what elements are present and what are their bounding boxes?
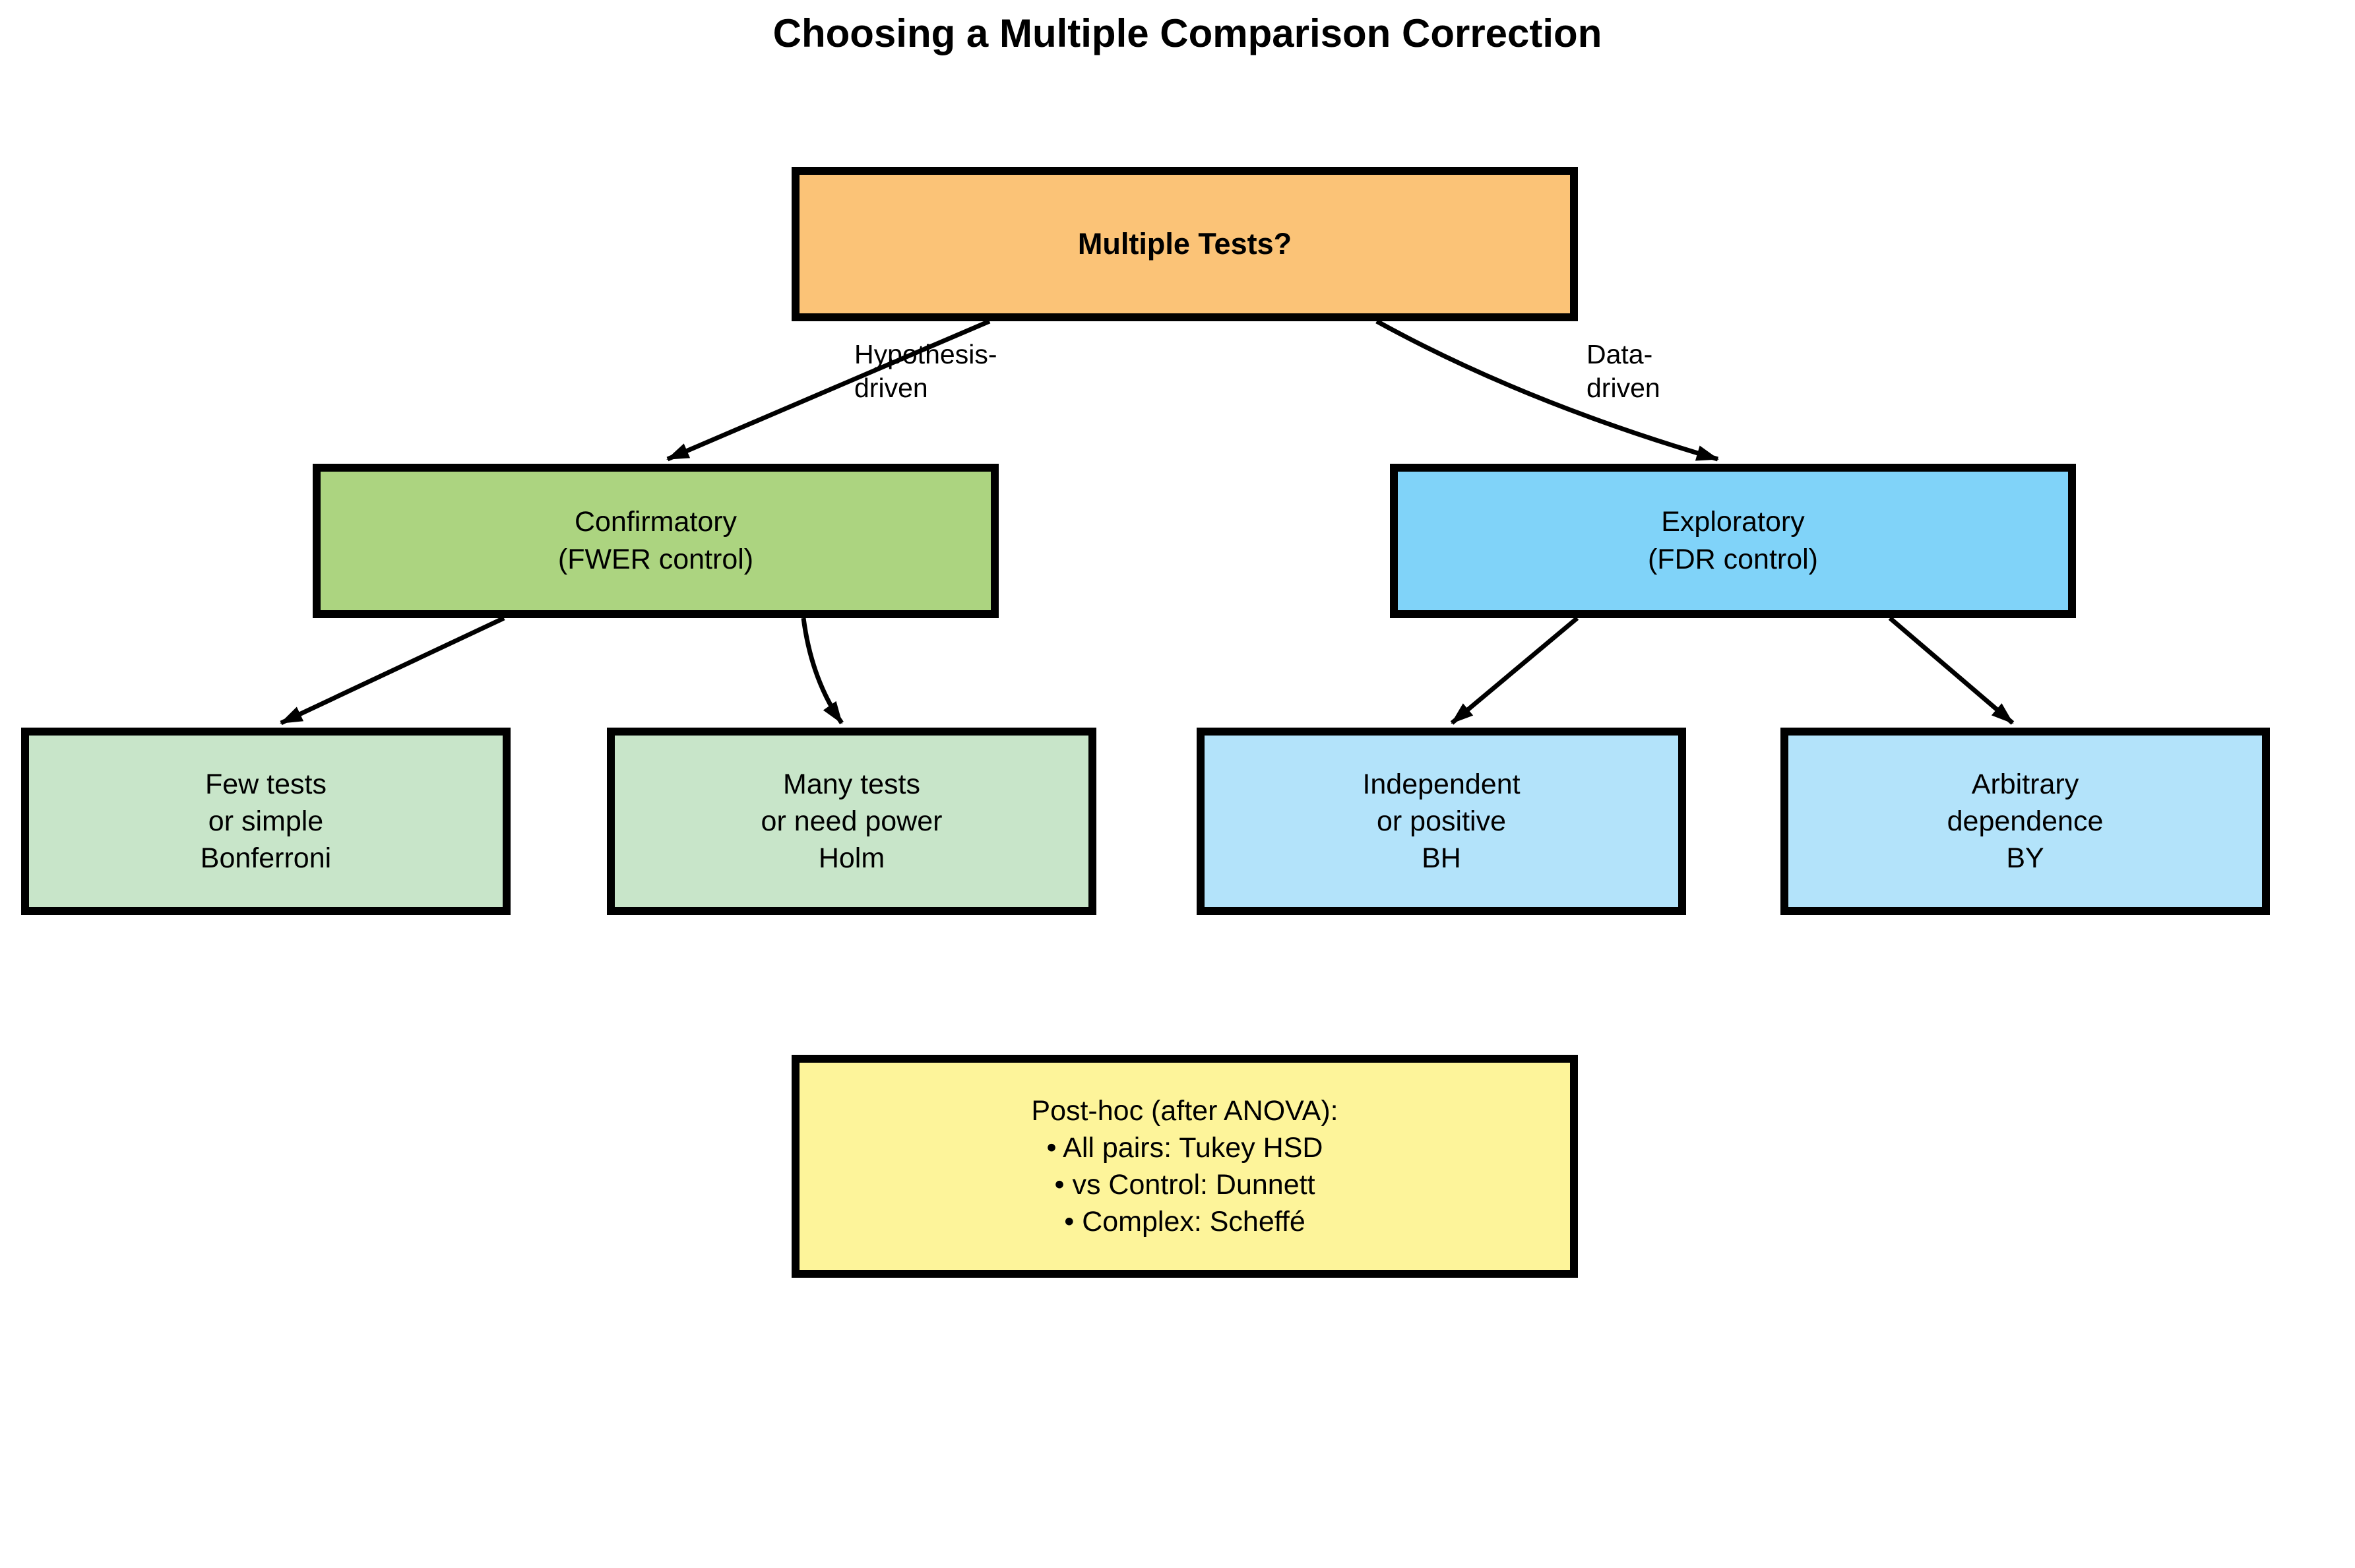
edge-label-hypothesis-line1: Hypothesis- [854, 339, 997, 369]
node-bonferroni-line2: or simple [208, 805, 324, 837]
node-holm-line3: Holm [818, 842, 885, 874]
arrow-root-to-exploratory [1375, 319, 1719, 462]
edge-label-data-line2: driven [1586, 373, 1660, 403]
node-holm-line1: Many tests [783, 768, 920, 800]
arrow-root-to-confirmatory [666, 319, 991, 462]
posthoc-bullet-dunnett: • vs Control: Dunnett [1054, 1169, 1315, 1201]
node-bh-line1: Independent [1362, 768, 1521, 800]
node-by-line1: Arbitrary [1971, 768, 2079, 800]
node-bonferroni-line3: Bonferroni [200, 842, 332, 874]
node-posthoc-note: Post-hoc (after ANOVA): • All pairs: Tuk… [792, 1055, 1578, 1278]
page-title: Choosing a Multiple Comparison Correctio… [772, 11, 1602, 55]
edge-label-hypothesis-driven: Hypothesis- driven [854, 338, 997, 405]
node-exploratory: Exploratory (FDR control) [1390, 464, 2076, 618]
edge-label-data-line1: Data- [1586, 339, 1653, 369]
arrow-confirmatory-to-holm [801, 617, 844, 725]
edge-label-hypothesis-line2: driven [854, 373, 928, 403]
node-exploratory-line2: (FDR control) [1647, 544, 1819, 575]
arrow-confirmatory-to-bonferroni [280, 615, 505, 726]
node-confirmatory-line1: Confirmatory [574, 506, 738, 538]
node-holm-line2: or need power [761, 805, 943, 837]
node-multiple-tests: Multiple Tests? [792, 167, 1578, 321]
node-bh: Independent or positive BH [1197, 728, 1686, 915]
node-by-line3: BY [2006, 842, 2044, 874]
node-by: Arbitrary dependence BY [1780, 728, 2270, 915]
node-by-line2: dependence [1947, 805, 2104, 837]
node-multiple-tests-label: Multiple Tests? [1077, 227, 1292, 261]
node-holm: Many tests or need power Holm [607, 728, 1096, 915]
node-bh-line3: BH [1422, 842, 1461, 874]
node-bh-line2: or positive [1377, 805, 1506, 837]
posthoc-bullet-scheffe: • Complex: Scheffé [1064, 1206, 1305, 1238]
node-confirmatory-line2: (FWER control) [557, 544, 754, 575]
node-confirmatory: Confirmatory (FWER control) [313, 464, 999, 618]
posthoc-bullet-tukey: • All pairs: Tukey HSD [1046, 1132, 1323, 1164]
node-bonferroni-line1: Few tests [205, 768, 327, 800]
posthoc-heading: Post-hoc (after ANOVA): [1031, 1095, 1338, 1127]
arrow-exploratory-to-bh [1450, 616, 1579, 725]
node-bonferroni: Few tests or simple Bonferroni [21, 728, 511, 915]
node-exploratory-line1: Exploratory [1661, 506, 1805, 538]
arrow-exploratory-to-by [1888, 616, 2015, 725]
edge-label-data-driven: Data- driven [1586, 338, 1660, 405]
